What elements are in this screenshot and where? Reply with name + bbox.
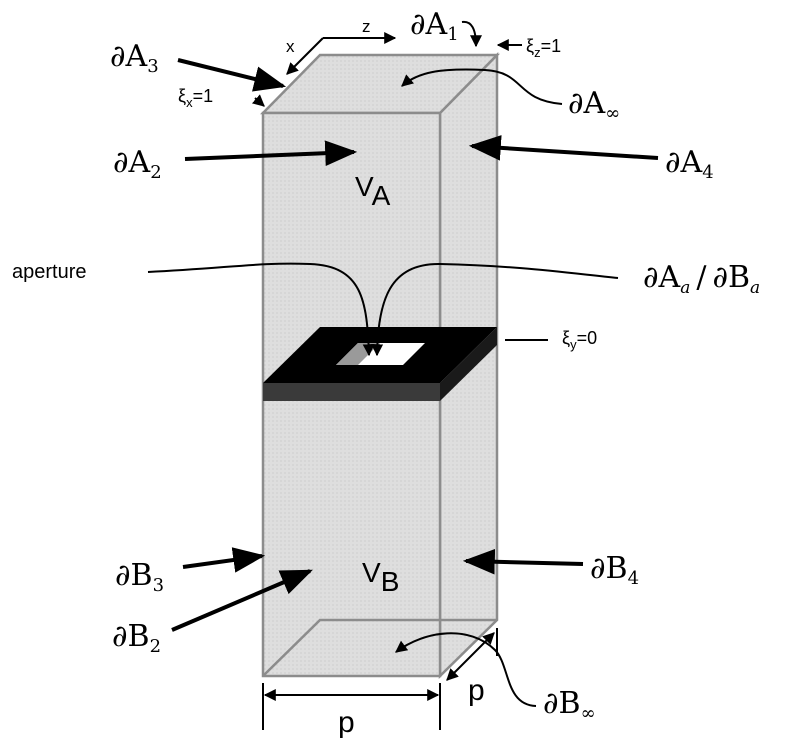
dA3-label: ∂A3: [110, 39, 159, 77]
dB2-arrow: [171, 569, 313, 632]
dA2-label: ∂A2: [113, 145, 162, 183]
dAa-dBa-arrow: [371, 262, 619, 357]
plate-front: [263, 383, 440, 401]
dimension-front: p: [262, 683, 441, 739]
dB4-arrow: [462, 548, 584, 575]
dA1-label: ∂A1: [410, 7, 459, 45]
axis-x-arrow: [286, 37, 324, 75]
dAinf-label: ∂A∞: [568, 86, 620, 124]
axis-z-label: z: [362, 17, 371, 36]
xi-x-label: ξx=1: [178, 86, 213, 110]
plate-side: [440, 327, 497, 401]
aperture-arrow: [147, 262, 375, 357]
axis-x-label: x: [286, 37, 295, 56]
dimension-side: p: [446, 628, 498, 707]
VA-label: VA: [355, 171, 391, 211]
dAa-dBa-label: ∂Aa/∂Ba: [643, 260, 760, 298]
dim-side-line: [446, 632, 495, 681]
axis-indicator: x z: [286, 17, 397, 75]
dBinf-arrow: [395, 632, 537, 707]
dAinf-arrow: [401, 68, 563, 105]
xi-y-label: ξy=0: [562, 328, 597, 352]
box-bottom-back-edges: [262, 618, 497, 677]
dim-side-label: p: [468, 674, 485, 707]
aperture-label: aperture: [12, 261, 87, 283]
VB-label: VB: [362, 557, 399, 597]
dB4-label: ∂B4: [590, 551, 639, 589]
aperture-plate: [263, 327, 497, 401]
dBinf-label: ∂B∞: [543, 686, 596, 724]
dA4-arrow: [468, 135, 659, 161]
dA1-arrow: [461, 20, 482, 48]
dB3-arrow: [182, 547, 266, 573]
xi-z-label: ξz=1: [526, 36, 561, 60]
dA4-label: ∂A4: [665, 145, 714, 183]
dB2-label: ∂B2: [112, 619, 161, 657]
dB3-label: ∂B3: [115, 558, 164, 596]
dA2-arrow: [184, 140, 358, 166]
xi-x-arrow: [251, 94, 265, 107]
dim-front-label: p: [338, 706, 355, 739]
dA3-arrow: [177, 58, 287, 92]
